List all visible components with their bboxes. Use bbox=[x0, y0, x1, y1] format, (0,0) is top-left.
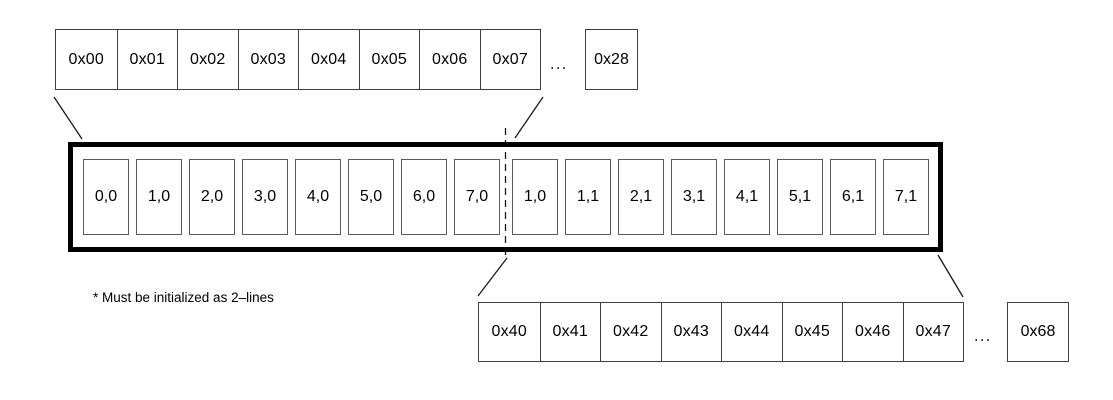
connector-top-right-line bbox=[514, 96, 544, 139]
buffer-cell: 5,0 bbox=[348, 159, 394, 235]
address-cell-tail-top: 0x28 bbox=[585, 29, 638, 90]
address-cell: 0x47 bbox=[902, 303, 964, 361]
address-cell: 0x06 bbox=[419, 30, 480, 89]
connector-bottom-right-line bbox=[937, 254, 964, 298]
address-cell: 0x40 bbox=[491, 323, 527, 340]
address-cell-tail-bottom: 0x68 bbox=[1007, 302, 1069, 362]
address-row-bottom: 0x40 0x41 0x42 0x43 0x44 0x45 0x46 0x47 bbox=[478, 302, 964, 362]
buffer-cell: 0,0 bbox=[83, 159, 129, 235]
connector-top-left-line bbox=[53, 96, 83, 140]
buffer-cell: 6,0 bbox=[401, 159, 447, 235]
connector-bottom-left-line bbox=[477, 257, 508, 297]
buffer-cell: 2,0 bbox=[189, 159, 235, 235]
ellipsis-top: ... bbox=[550, 56, 568, 73]
address-cell: 0x41 bbox=[539, 303, 601, 361]
address-cell: 0x45 bbox=[781, 303, 843, 361]
address-cell: 0x46 bbox=[842, 303, 903, 361]
footnote: * Must be initialized as 2–lines bbox=[93, 290, 274, 305]
address-cell: 0x00 bbox=[68, 50, 104, 68]
buffer-cell: 1,0 bbox=[512, 159, 558, 235]
buffer-cell: 7,1 bbox=[883, 159, 929, 235]
address-cell: 0x44 bbox=[721, 303, 782, 361]
address-cell: 0x07 bbox=[479, 30, 541, 89]
buffer-cell: 7,0 bbox=[454, 159, 500, 235]
address-cell: 0x42 bbox=[600, 303, 661, 361]
address-row-top: 0x00 0x01 0x02 0x03 0x04 0x05 0x06 0x07 bbox=[55, 29, 541, 90]
address-cell: 0x43 bbox=[660, 303, 722, 361]
buffer-cell: 2,1 bbox=[618, 159, 664, 235]
address-cell: 0x04 bbox=[298, 30, 359, 89]
buffer-cell: 5,1 bbox=[777, 159, 823, 235]
ellipsis-bottom: ... bbox=[974, 328, 992, 345]
address-cell: 0x03 bbox=[237, 30, 299, 89]
buffer-cell: 6,1 bbox=[830, 159, 876, 235]
buffer-cell: 1,1 bbox=[565, 159, 611, 235]
buffer-cell: 1,0 bbox=[136, 159, 182, 235]
buffer-cell: 3,0 bbox=[242, 159, 288, 235]
address-cell: 0x01 bbox=[116, 30, 178, 89]
address-cell: 0x02 bbox=[177, 30, 238, 89]
buffer-box: 0,0 1,0 2,0 3,0 4,0 5,0 6,0 7,0 1,0 1,1 … bbox=[68, 142, 943, 252]
address-cell: 0x05 bbox=[358, 30, 420, 89]
buffer-cell: 4,1 bbox=[724, 159, 770, 235]
buffer-cell: 4,0 bbox=[295, 159, 341, 235]
buffer-cell: 3,1 bbox=[671, 159, 717, 235]
